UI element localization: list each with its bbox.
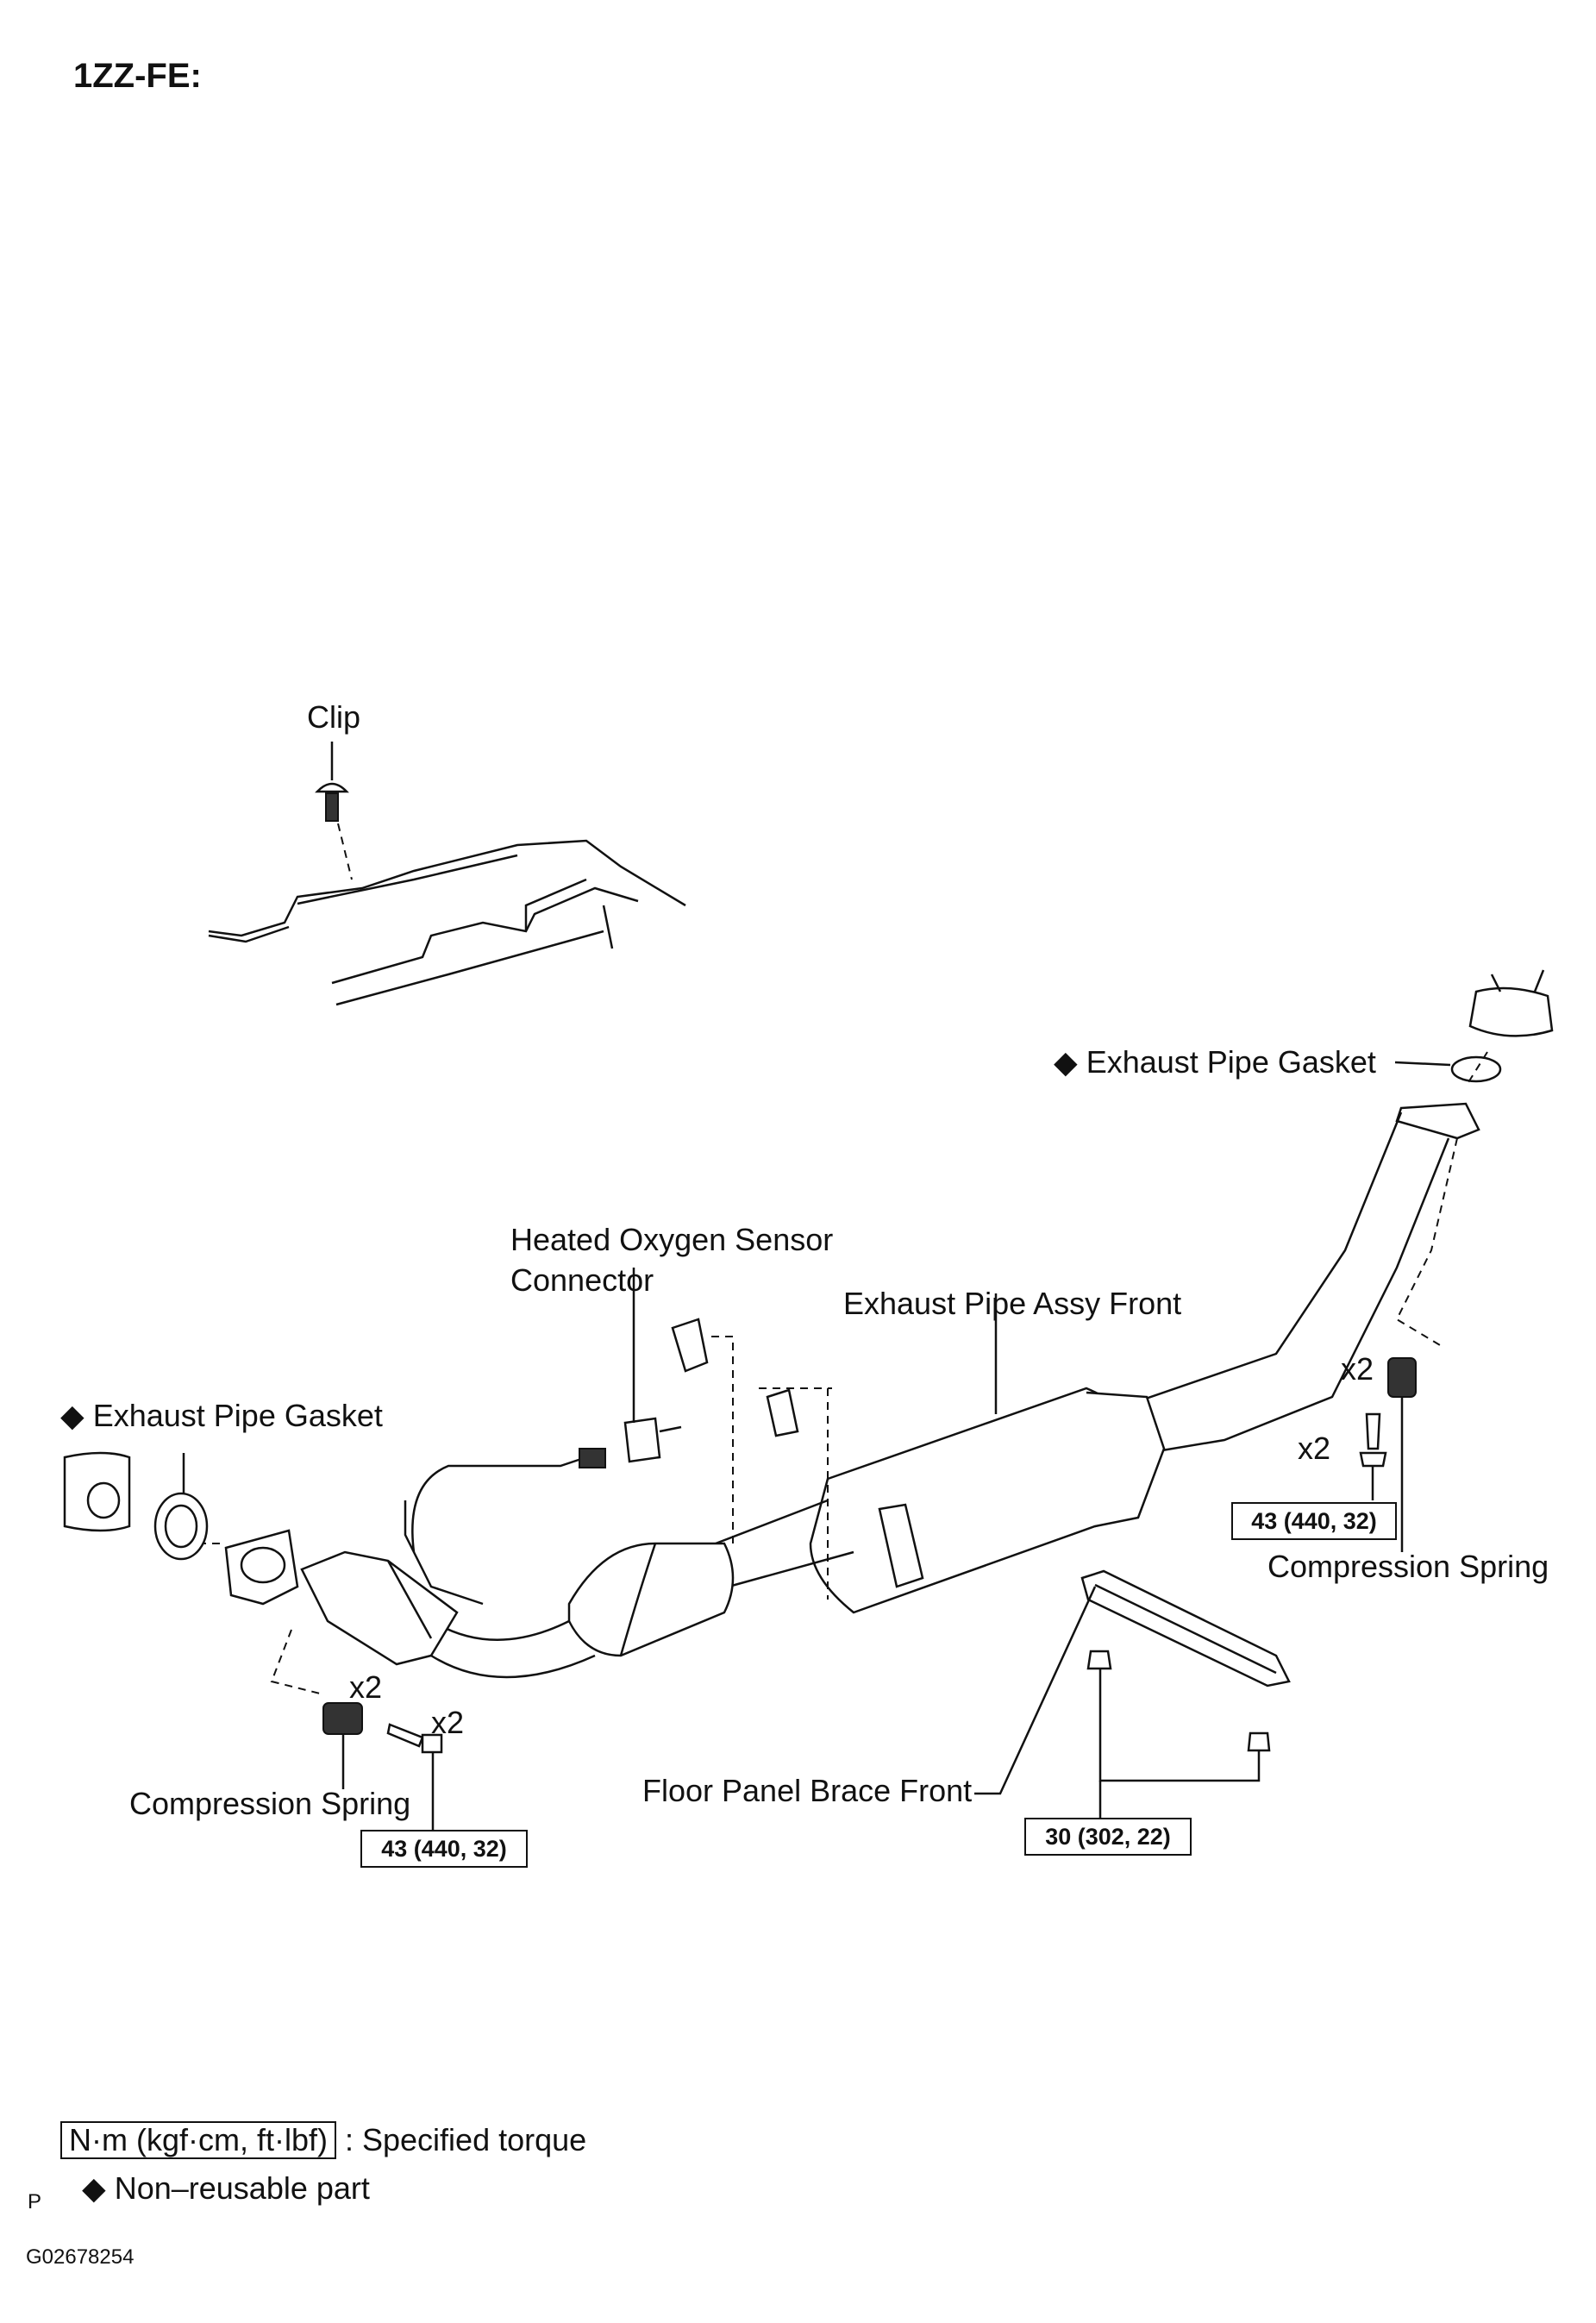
qty-x2-bolt-right: x2 <box>1298 1431 1331 1466</box>
non-reusable-diamond-icon: ◆ <box>1054 1044 1078 1080</box>
label-floor-panel-brace-front: Floor Panel Brace Front <box>642 1773 973 1808</box>
label-exhaust-pipe-gasket-left: ◆ Exhaust Pipe Gasket <box>60 1399 383 1433</box>
label-compression-spring-left: Compression Spring <box>129 1786 411 1821</box>
torque-left: 43 (440, 32) <box>360 1830 528 1868</box>
legend-torque: N·m (kgf·cm, ft·lbf) : Specified torque <box>60 2121 586 2159</box>
legend-torque-desc: : Specified torque <box>345 2122 587 2157</box>
qty-x2-spring-right: x2 <box>1341 1351 1374 1387</box>
label-sensor-line2: Connector <box>510 1262 654 1298</box>
legend-non-reusable-text: Non–reusable part <box>114 2170 370 2206</box>
qty-x2-spring-left: x2 <box>349 1669 383 1705</box>
torque-brace: 30 (302, 22) <box>1024 1818 1192 1856</box>
label-exhaust-pipe-gasket-right: ◆ Exhaust Pipe Gasket <box>1054 1045 1376 1080</box>
qty-x2-bolt-left: x2 <box>431 1705 465 1740</box>
footer-mark: P <box>28 2190 42 2213</box>
label-sensor-line1: Heated Oxygen Sensor <box>510 1222 834 1257</box>
gasket-left-text: Exhaust Pipe Gasket <box>92 1398 383 1433</box>
gasket-right-text: Exhaust Pipe Gasket <box>1086 1044 1376 1080</box>
torque-right: 43 (440, 32) <box>1231 1502 1397 1540</box>
non-reusable-diamond-icon: ◆ <box>82 2170 106 2206</box>
engine-code-title: 1ZZ-FE: <box>73 57 202 95</box>
label-compression-spring-right: Compression Spring <box>1267 1549 1549 1584</box>
non-reusable-diamond-icon: ◆ <box>60 1398 84 1433</box>
label-clip: Clip <box>307 699 361 735</box>
figure-id: G02678254 <box>26 2245 135 2269</box>
legend-torque-box: N·m (kgf·cm, ft·lbf) <box>60 2121 336 2159</box>
label-exhaust-pipe-assy-front: Exhaust Pipe Assy Front <box>843 1286 1182 1321</box>
legend-non-reusable: ◆ Non–reusable part <box>82 2171 370 2206</box>
